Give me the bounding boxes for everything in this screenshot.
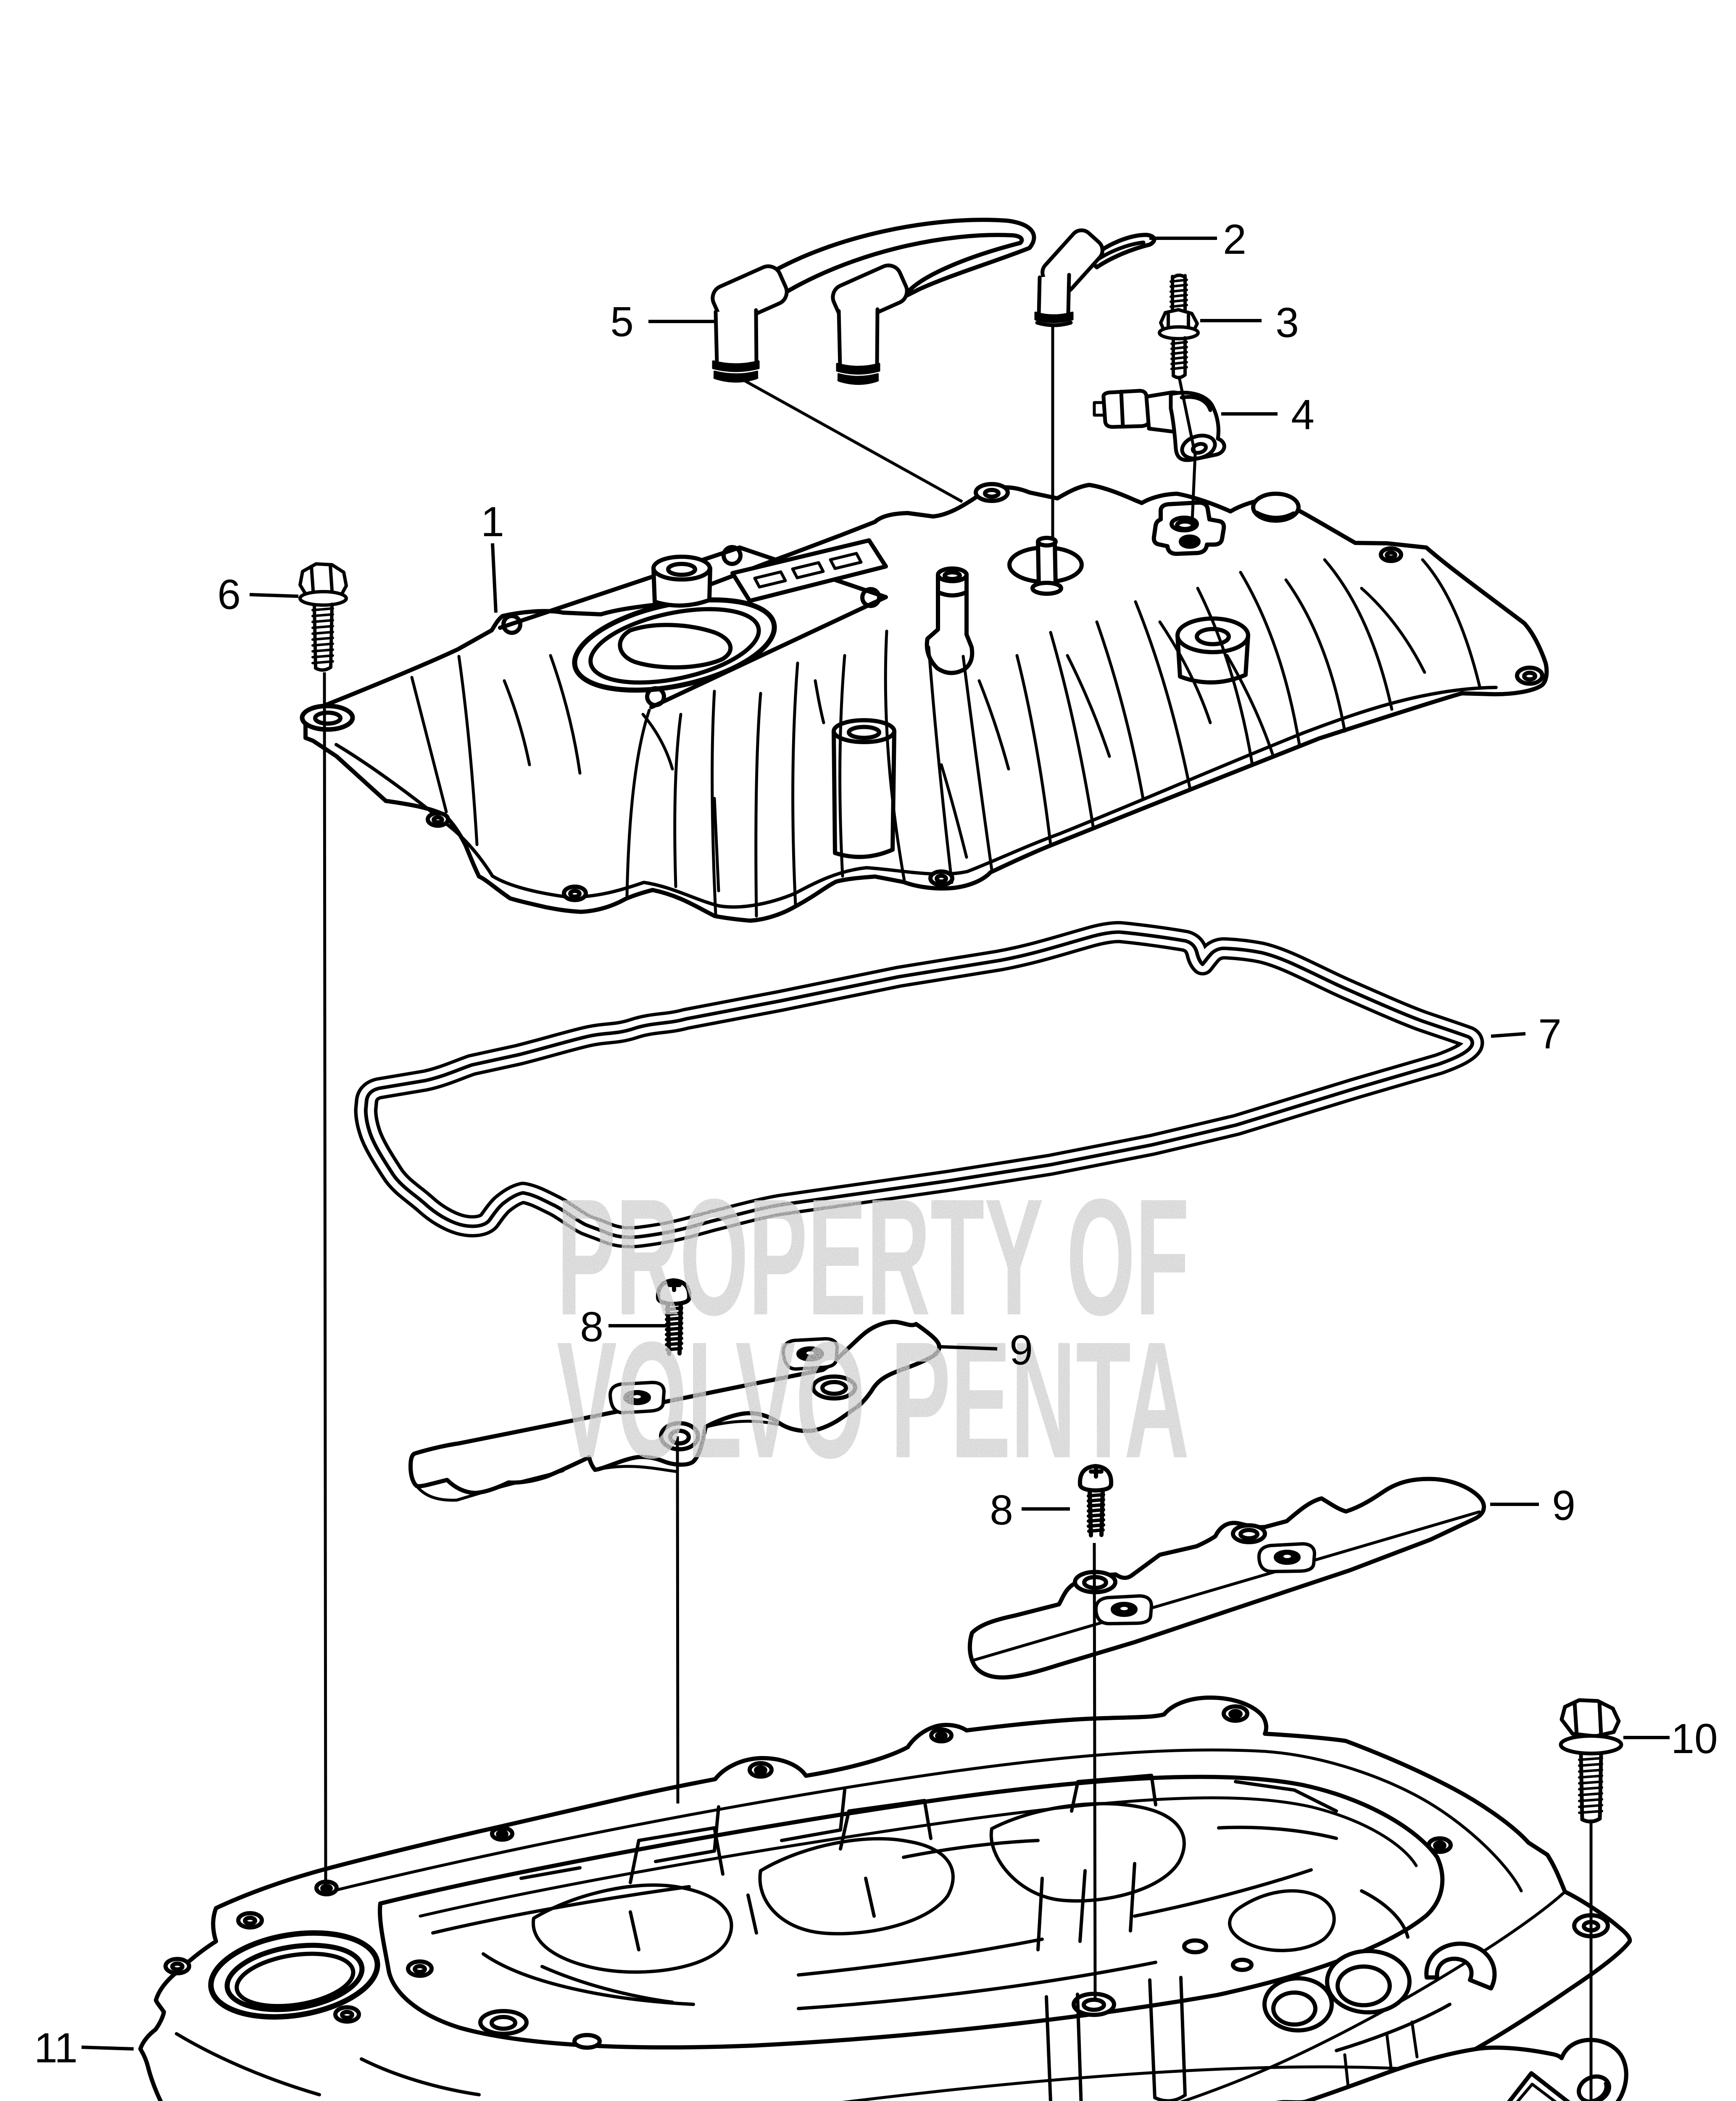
svg-text:10: 10 [1671, 1715, 1718, 1762]
svg-text:8: 8 [990, 1487, 1013, 1534]
svg-text:1: 1 [481, 498, 504, 545]
svg-text:9: 9 [1009, 1327, 1033, 1374]
svg-text:5: 5 [610, 298, 634, 345]
svg-text:4: 4 [1291, 391, 1315, 438]
svg-text:11: 11 [34, 2025, 78, 2072]
svg-text:6: 6 [217, 571, 241, 618]
svg-text:2: 2 [1223, 216, 1246, 263]
svg-text:PROPERTY OF: PROPERTY OF [557, 1164, 1189, 1350]
svg-text:VOLVO PENTA: VOLVO PENTA [557, 1307, 1189, 1493]
svg-text:8: 8 [580, 1303, 603, 1351]
svg-text:7: 7 [1538, 1011, 1562, 1058]
svg-text:9: 9 [1552, 1482, 1575, 1529]
svg-text:3: 3 [1275, 299, 1299, 346]
